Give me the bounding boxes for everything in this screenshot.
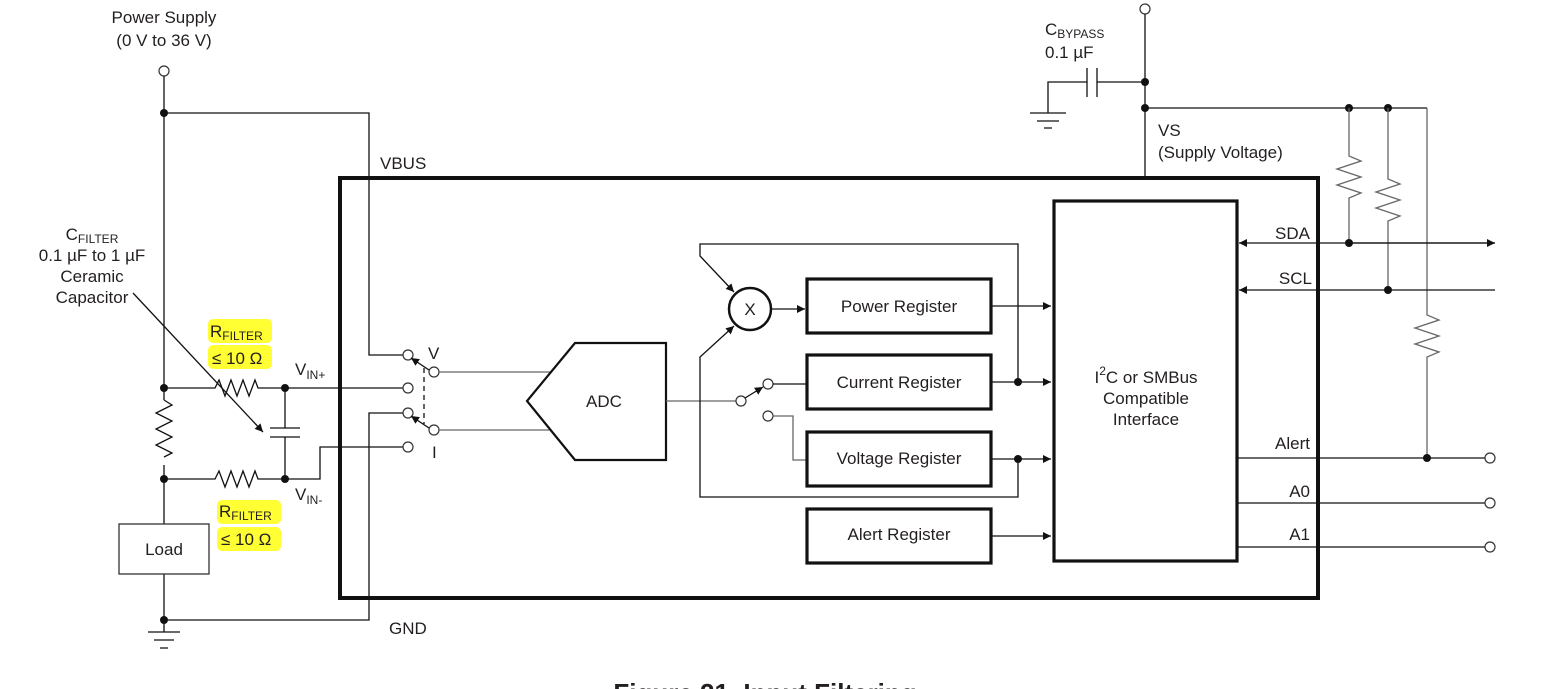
rfilter-top-value: ≤ 10 Ω — [212, 349, 262, 368]
cfilter-type: Ceramic — [60, 267, 124, 286]
cfilter-arrow — [132, 292, 264, 433]
alert-register-label: Alert Register — [848, 525, 951, 544]
ground-icon — [1030, 112, 1066, 129]
gnd-label: GND — [389, 619, 427, 638]
a1-terminal — [1484, 541, 1496, 553]
interface-label-3: Interface — [1113, 410, 1179, 429]
vbus-label: VBUS — [380, 154, 426, 173]
shunt-resistor — [154, 399, 174, 458]
scl-pullup-resistor — [1373, 108, 1403, 290]
vin-plus-label: VIN+ — [295, 360, 325, 382]
power-register-label: Power Register — [841, 297, 958, 316]
power-supply-terminal — [158, 65, 170, 77]
alert-label: Alert — [1275, 434, 1310, 453]
switch-i-label: I — [432, 443, 437, 462]
vs-desc: (Supply Voltage) — [1158, 143, 1283, 162]
load-box — [118, 523, 210, 575]
feedback-wiring — [699, 243, 1051, 540]
rfilter-top-label: RFILTER — [210, 322, 263, 343]
power-supply-label: Power Supply — [112, 8, 217, 27]
cfilter-capacitor — [270, 388, 300, 479]
current-register — [805, 353, 993, 411]
cfilter-label: CFILTER — [66, 225, 119, 246]
power-register — [805, 277, 993, 335]
multiplier-label: X — [744, 300, 755, 319]
rfilter-bottom-resistor — [164, 446, 403, 489]
i2c-interface-block — [1052, 199, 1239, 563]
adc-block — [525, 341, 668, 462]
cbypass-label: CBYPASS — [1045, 20, 1104, 41]
rfilter-bottom-value: ≤ 10 Ω — [221, 530, 271, 549]
voltage-register-label: Voltage Register — [837, 449, 962, 468]
sda-pullup-resistor — [1334, 108, 1364, 243]
load-label: Load — [145, 540, 183, 559]
alert-register — [805, 507, 993, 565]
adc-label: ADC — [586, 392, 622, 411]
cbypass-value: 0.1 µF — [1045, 43, 1094, 62]
input-mux-switch — [402, 349, 551, 453]
switch-v-label: V — [428, 344, 440, 363]
rfilter-bottom-label: RFILTER — [219, 502, 272, 523]
vs-wiring — [1030, 3, 1495, 548]
rfilter-top-resistor — [164, 378, 403, 398]
alert-terminal — [1484, 452, 1496, 464]
a1-label: A1 — [1289, 525, 1310, 544]
chip-outline — [338, 176, 1320, 600]
figure-caption: Figure 21. Input Filtering — [613, 678, 916, 689]
cfilter-type-2: Capacitor — [56, 288, 129, 307]
ground-icon — [148, 631, 180, 649]
interface-label-2: Compatible — [1103, 389, 1189, 408]
a0-label: A0 — [1289, 482, 1310, 501]
output-switch — [666, 378, 807, 461]
current-register-label: Current Register — [837, 373, 962, 392]
alert-pullup-resistor — [1412, 108, 1442, 458]
a0-terminal — [1484, 497, 1496, 509]
power-supply-range: (0 V to 36 V) — [116, 31, 211, 50]
scl-label: SCL — [1279, 269, 1312, 288]
cbypass-capacitor — [1047, 68, 1145, 113]
voltage-register — [805, 430, 993, 488]
left-wiring — [132, 76, 403, 649]
sda-label: SDA — [1275, 224, 1311, 243]
cfilter-value: 0.1 µF to 1 µF — [39, 246, 146, 265]
vs-label: VS — [1158, 121, 1181, 140]
interface-label-1: I2C or SMBus — [1094, 364, 1197, 387]
vin-minus-label: VIN- — [295, 485, 322, 507]
